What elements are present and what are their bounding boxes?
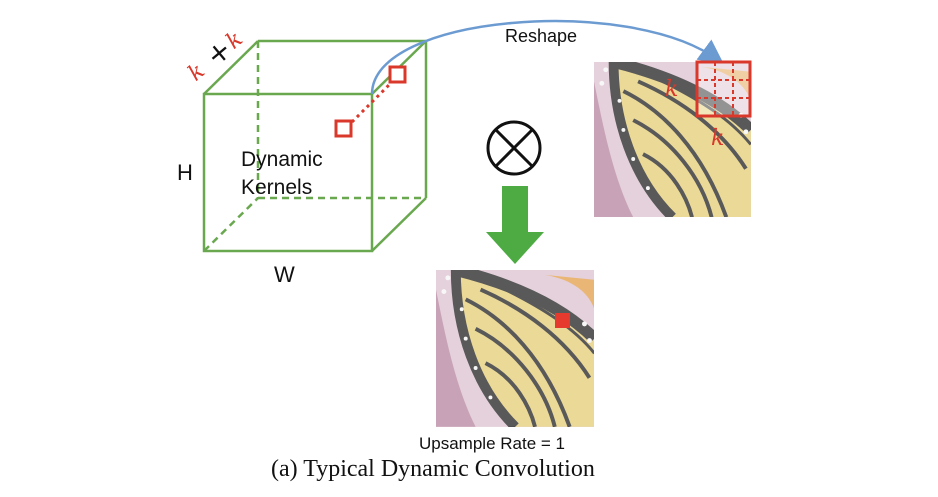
height-label: H bbox=[177, 160, 193, 185]
upsample-rate-label: Upsample Rate = 1 bbox=[419, 434, 565, 453]
output-pixel-marker bbox=[555, 313, 570, 328]
dynamic-kernels-line2: Kernels bbox=[241, 176, 313, 199]
kernel-vector bbox=[334, 65, 407, 138]
output-arrow bbox=[486, 186, 544, 264]
dynamic-kernels-line1: Dynamic bbox=[241, 148, 323, 171]
kernel-start-marker bbox=[334, 119, 353, 138]
reshape-arrow bbox=[370, 19, 725, 95]
kernel-end-marker bbox=[388, 65, 407, 84]
k-symbol-grid-rows: k bbox=[665, 77, 679, 102]
dynamic-kernels-label: Dynamic Kernels bbox=[241, 146, 323, 202]
kernel-grid bbox=[695, 60, 752, 118]
reshape-label: Reshape bbox=[505, 26, 578, 46]
dynamic-kernels-cube bbox=[202, 39, 428, 253]
k-symbol-grid-cols: k bbox=[711, 126, 725, 151]
output-image bbox=[436, 270, 594, 427]
convolution-operator-icon bbox=[486, 120, 542, 176]
width-label: W bbox=[274, 262, 295, 287]
figure-caption: (a) Typical Dynamic Convolution bbox=[271, 456, 595, 482]
